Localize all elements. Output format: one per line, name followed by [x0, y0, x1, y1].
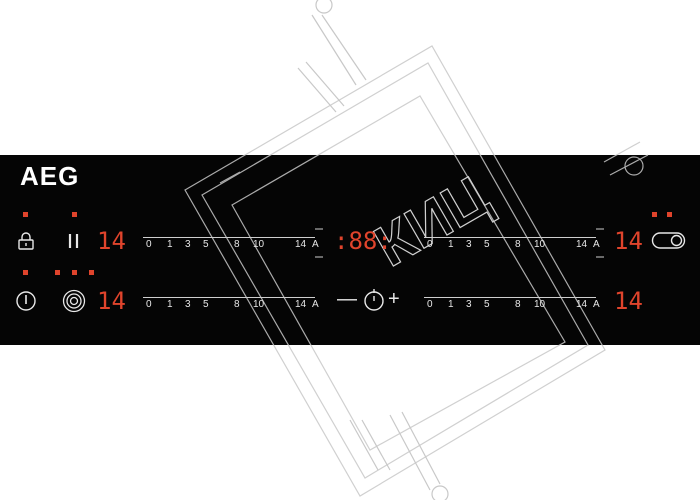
scale-10: 10: [534, 299, 546, 310]
scale-10: 10: [534, 239, 546, 250]
lock-indicator: [23, 212, 28, 217]
scale-5: 5: [484, 299, 490, 310]
slider-track: [424, 237, 596, 238]
slider-end-cap-3: [596, 228, 604, 258]
scale-5: 5: [203, 239, 209, 250]
zone-2-power-display: 14: [97, 287, 126, 315]
slider-track: [143, 237, 315, 238]
zone-3-power-display: 14: [614, 227, 643, 255]
scale-5: 5: [484, 239, 490, 250]
scale-10: 10: [253, 299, 265, 310]
timer-minus-button[interactable]: —: [337, 288, 357, 310]
scale-5: 5: [203, 299, 209, 310]
power-indicator: [23, 270, 28, 275]
scale-3: 3: [185, 299, 191, 310]
scale-14: 14: [576, 239, 588, 250]
lock-icon[interactable]: [16, 231, 36, 251]
scale-10: 10: [253, 239, 265, 250]
slider-track: [143, 297, 315, 298]
scale-auto: A: [593, 299, 600, 310]
zone-4-power-display: 14: [614, 287, 643, 315]
power-icon[interactable]: [14, 289, 38, 313]
scale-14: 14: [295, 239, 307, 250]
slider-track: [424, 297, 596, 298]
scale-auto: A: [312, 239, 319, 250]
scale-14: 14: [295, 299, 307, 310]
scale-3: 3: [466, 239, 472, 250]
timer-plus-button[interactable]: +: [388, 288, 400, 310]
pause-icon[interactable]: [66, 231, 82, 251]
scale-0: 0: [427, 239, 433, 250]
slider-end-cap-1: [315, 228, 323, 258]
hood-indicator-1: [652, 212, 657, 217]
scale-1: 1: [167, 239, 173, 250]
scale-3: 3: [466, 299, 472, 310]
scale-8: 8: [234, 299, 240, 310]
scale-8: 8: [515, 239, 521, 250]
zone-1-power-display: 14: [97, 227, 126, 255]
zone-2-slider[interactable]: 0 1 3 5 8 10 14 A: [143, 293, 323, 313]
timer-icon[interactable]: [362, 287, 386, 313]
zone-1-slider[interactable]: 0 1 3 5 8 10 14 A: [143, 233, 323, 253]
zone-3-slider[interactable]: 0 1 3 5 8 10 14 A: [424, 233, 604, 253]
hob-to-hood-icon[interactable]: [651, 231, 687, 251]
brand-logo: AEG: [20, 161, 80, 191]
scale-1: 1: [167, 299, 173, 310]
bridge-indicator-1: [55, 270, 60, 275]
scale-3: 3: [185, 239, 191, 250]
scale-8: 8: [515, 299, 521, 310]
bridge-indicator-2: [72, 270, 77, 275]
bridge-indicator-3: [89, 270, 94, 275]
scale-0: 0: [146, 239, 152, 250]
timer-display: :88:: [334, 227, 392, 255]
scale-1: 1: [448, 239, 454, 250]
scale-8: 8: [234, 239, 240, 250]
pause-indicator: [72, 212, 77, 217]
bridge-icon[interactable]: [61, 288, 87, 314]
scale-auto: A: [312, 299, 319, 310]
scale-0: 0: [427, 299, 433, 310]
scale-1: 1: [448, 299, 454, 310]
scale-auto: A: [593, 239, 600, 250]
scale-14: 14: [576, 299, 588, 310]
hood-indicator-2: [667, 212, 672, 217]
zone-4-slider[interactable]: 0 1 3 5 8 10 14 A: [424, 293, 604, 313]
scale-0: 0: [146, 299, 152, 310]
